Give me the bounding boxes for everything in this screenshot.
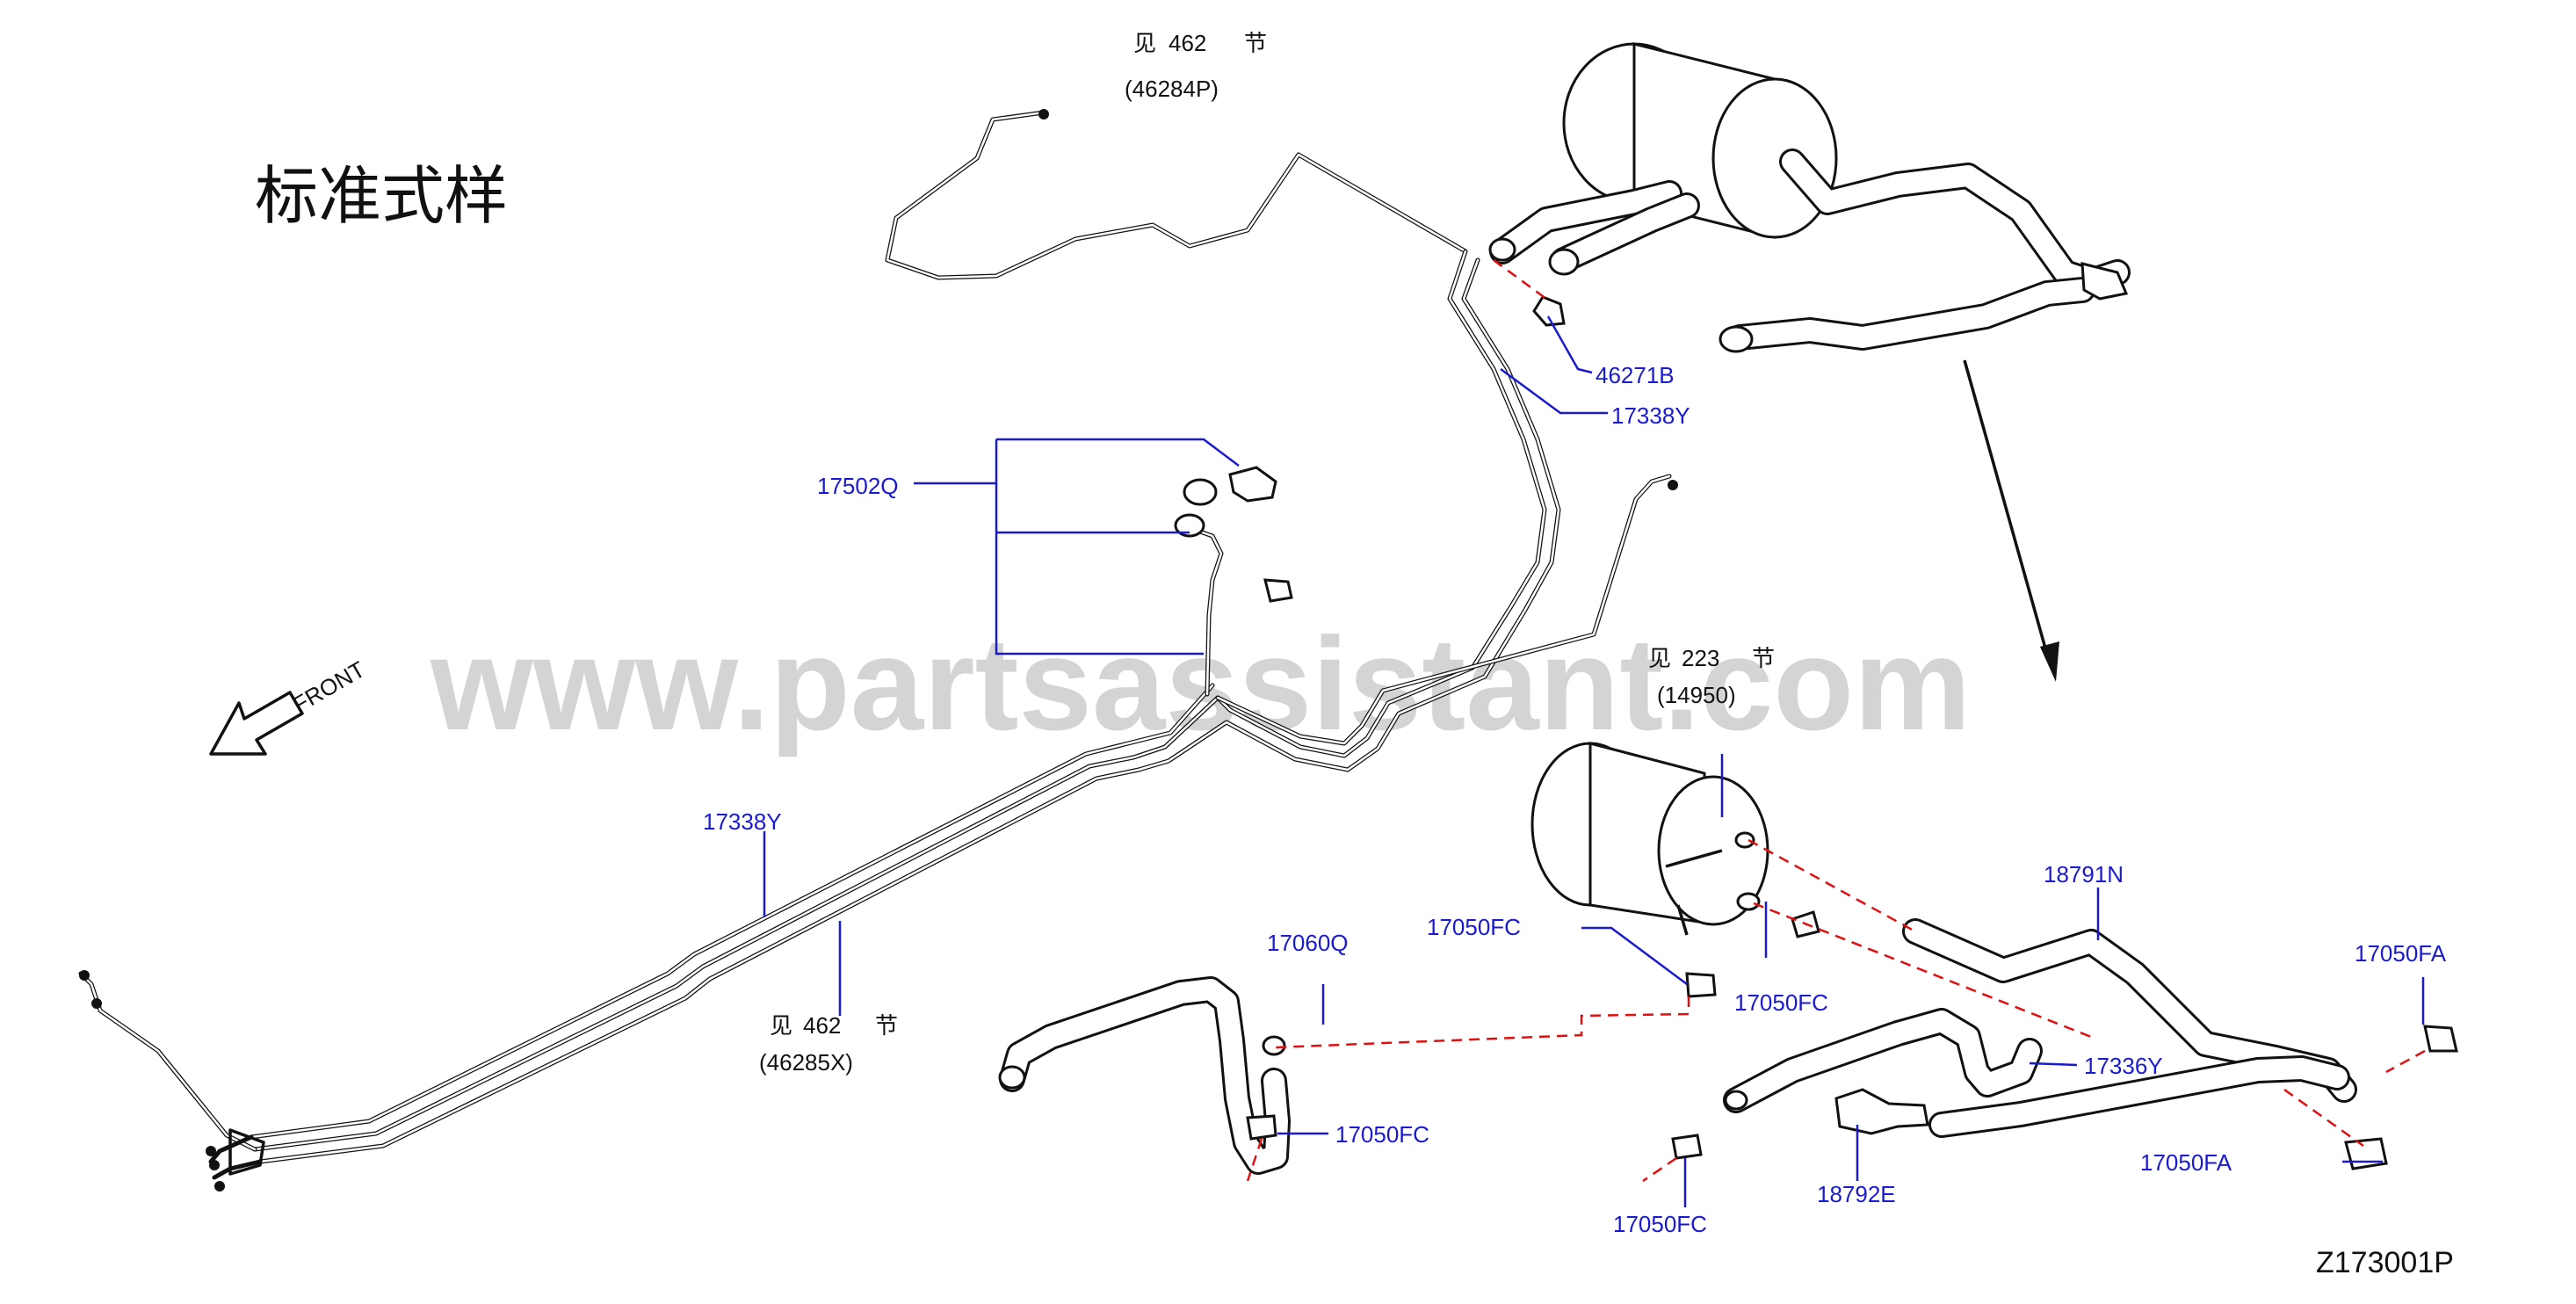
callout-18792e[interactable]: 18792E [1817,1181,1896,1207]
main-fuel-pipe-bundle [78,249,1678,1192]
callout-17050fa-b[interactable]: 17050FA [2140,1149,2232,1176]
front-label: FRONT [288,656,370,718]
pipe-17502q [1174,466,1277,697]
callout-18791n[interactable]: 18791N [2044,861,2124,887]
front-arrow-icon [209,691,304,756]
callout-17060q[interactable]: 17060Q [1267,930,1349,956]
ref-46284p-num: 462 [1169,30,1206,56]
ref-46284p-code: (46284P) [1125,76,1219,102]
callout-46271b[interactable]: 46271B [1596,362,1675,388]
ref-14950-num: 223 [1682,645,1719,671]
callout-17050fc-b[interactable]: 17050FC [1734,989,1828,1016]
ref-46285x-code: (46285X) [759,1049,853,1076]
callout-17338y-upper[interactable]: 17338Y [1611,402,1690,429]
callout-leaders [763,315,2425,1207]
callout-17050fa-a[interactable]: 17050FA [2355,940,2447,967]
lower-canister-assembly [1530,742,1769,936]
figure-id: Z173001P [2316,1246,2454,1279]
connector-18792e [1834,1088,1929,1135]
ref-46284p-see: 见 [1133,30,1156,56]
hose-17336y [1723,1008,2043,1113]
page-title: 标准式样 [255,159,508,233]
upper-canister-assembly [1488,42,2131,353]
watermark: www.partsassistant.com [430,610,1971,757]
ref-14950-code: (14950) [1657,682,1736,708]
hose-17060q [998,976,1291,1175]
upper-fuel-pipe [885,109,1468,280]
ref-14950-see: 见 [1648,645,1671,671]
ref-46284p-sec: 节 [1244,30,1267,56]
callout-17050fc-c[interactable]: 17050FC [1335,1121,1429,1148]
ref-46285x-sec: 节 [875,1012,898,1039]
callout-17050fc-a[interactable]: 17050FC [1427,914,1521,940]
ref-14950-sec: 节 [1752,645,1775,671]
ref-46285x-num: 462 [803,1012,841,1039]
callout-17050fc-d[interactable]: 17050FC [1613,1211,1707,1237]
callout-17338y-lower[interactable]: 17338Y [703,808,782,835]
callout-17502q[interactable]: 17502Q [817,473,899,499]
assembly-dashed-lines [1246,258,2426,1183]
detail-arrow-icon [1963,359,2059,682]
ref-46285x-see: 见 [770,1012,792,1039]
callout-17336y[interactable]: 17336Y [2084,1053,2163,1079]
hose-18791n [1902,918,2357,1138]
